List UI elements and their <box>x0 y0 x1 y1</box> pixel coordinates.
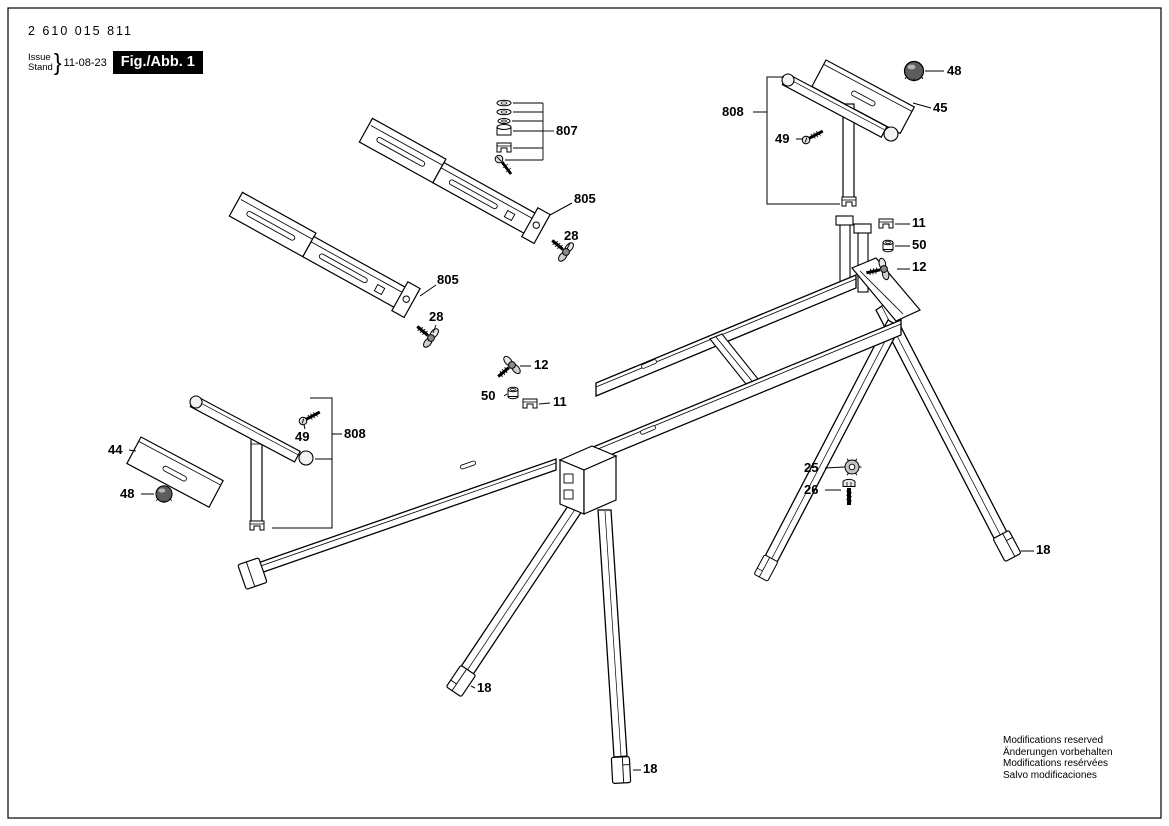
part-11-clip-center <box>522 398 538 409</box>
callout-25: 25 <box>804 460 819 475</box>
part-49-screw-left <box>296 407 324 428</box>
part-808-support-left <box>189 395 333 531</box>
callout-26: 26 <box>804 482 819 497</box>
part-50-nut-center <box>507 386 519 400</box>
callout-18-center-leg: 18 <box>643 761 658 776</box>
callout-807: 807 <box>556 123 578 138</box>
issue-label: Issue <box>28 51 51 63</box>
part-807-hardware <box>494 99 554 175</box>
callout-45: 45 <box>933 100 948 115</box>
part-50-nut-right <box>882 239 894 253</box>
part-48-knob-right <box>903 60 925 83</box>
callout-48-right: 48 <box>947 63 962 78</box>
modifications-note: Modifications reserved Änderungen vorbeh… <box>1003 735 1113 781</box>
callout-12-center: 12 <box>534 357 549 372</box>
part-12-wingknob-center <box>489 352 524 387</box>
callout-805-upper: 805 <box>574 191 596 206</box>
figure-label: Fig./Abb. 1 <box>112 51 203 74</box>
callout-808-right: 808 <box>722 104 744 119</box>
callout-50-right: 50 <box>912 237 927 252</box>
part-805-fence-lower <box>226 190 421 319</box>
part-49-screw-right <box>799 126 827 147</box>
part-25-flange-nut <box>842 458 862 476</box>
callout-50-center: 50 <box>481 388 496 403</box>
callout-11-right: 11 <box>912 215 926 230</box>
footer-line-en: Modifications reserved <box>1003 735 1104 746</box>
part-48-knob-left <box>155 485 173 504</box>
footer-line-es: Salvo modificaciones <box>1003 769 1097 781</box>
stand-left-block <box>558 445 618 515</box>
part-18-foot-center <box>610 755 632 785</box>
stand-back-rail <box>595 274 857 397</box>
issue-date: 11-08-23 <box>63 56 107 69</box>
issue-brace: } <box>53 49 62 75</box>
footer-line-fr: Modifications resérvées <box>1003 758 1109 769</box>
title-block: 2 610 015 811 Issue Stand } 11-08-23 Fig… <box>28 24 203 76</box>
callout-49-left: 49 <box>295 429 310 444</box>
part-805-fence-upper <box>356 116 551 245</box>
part-26-bolt <box>841 477 857 507</box>
stand-right-bracket <box>851 257 921 322</box>
callout-28-upper: 28 <box>564 228 579 243</box>
extension-rail-end-cap <box>237 557 268 590</box>
callout-11-center: 11 <box>553 394 567 409</box>
callout-18-right-leg: 18 <box>1036 542 1051 557</box>
callout-49-right: 49 <box>775 131 790 146</box>
part-44-plate <box>126 436 224 508</box>
callout-48-left: 48 <box>120 486 135 501</box>
part-11-clip-right <box>878 218 894 229</box>
callout-805-lower: 805 <box>437 272 459 287</box>
part-808-support-right <box>766 73 899 207</box>
callout-18-front-leg: 18 <box>477 680 492 695</box>
callout-44: 44 <box>108 442 123 457</box>
callout-808-left: 808 <box>344 426 366 441</box>
leader-lines <box>128 70 1034 771</box>
part-stand-frame <box>237 215 1022 785</box>
stand-legs <box>455 301 1011 758</box>
footer-line-de: Änderungen vorbehalten <box>1003 746 1113 758</box>
document-number: 2 610 015 811 <box>28 24 134 38</box>
callout-28-lower: 28 <box>429 309 444 324</box>
stand-label: Stand <box>28 61 53 73</box>
part-extension-rail <box>237 458 557 590</box>
callout-12-right: 12 <box>912 259 927 274</box>
page-border <box>7 7 1162 819</box>
